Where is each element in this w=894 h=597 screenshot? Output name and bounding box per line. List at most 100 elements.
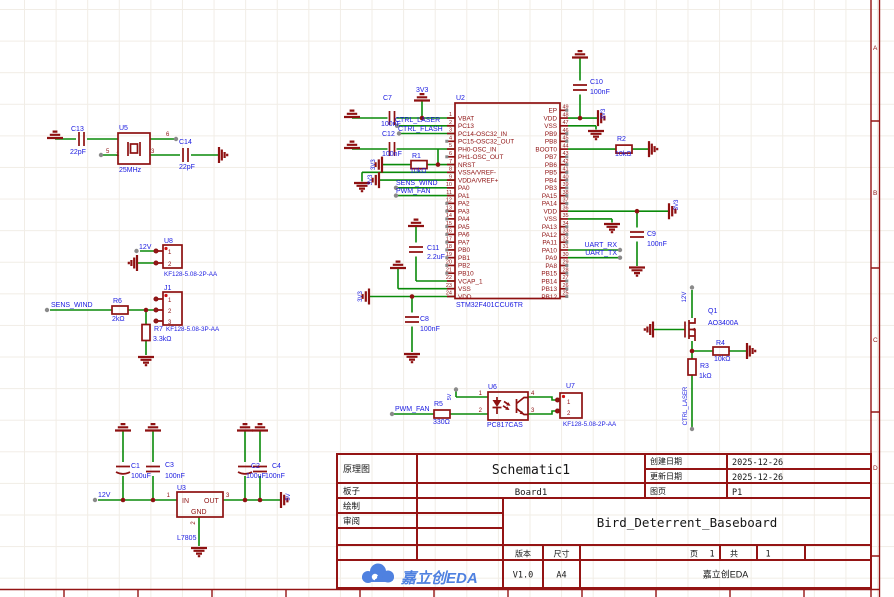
label-c14[interactable]: C14: [179, 139, 192, 146]
label-100nf[interactable]: 100nF: [381, 121, 401, 128]
size-value[interactable]: A4: [556, 571, 566, 581]
sheet-number[interactable]: P1: [732, 488, 742, 498]
mcu-pin-name[interactable]: VDD: [458, 294, 472, 301]
label-c4[interactable]: C4: [272, 463, 281, 470]
label-u7[interactable]: U7: [566, 383, 575, 390]
label-r1[interactable]: R1: [412, 153, 421, 160]
label-c13[interactable]: C13: [71, 126, 84, 133]
label-c12[interactable]: C12: [382, 131, 395, 138]
label-2[interactable]: 2: [567, 411, 571, 417]
doc-title[interactable]: Schematic1: [492, 463, 570, 478]
mcu-pin-name[interactable]: PB10: [458, 271, 474, 278]
mcu-pin-name[interactable]: PB1: [458, 255, 471, 262]
label-in[interactable]: IN: [182, 498, 189, 505]
mcu-pin-name[interactable]: PB9: [545, 131, 558, 138]
label-3-3k-[interactable]: 3.3kΩ: [153, 336, 171, 343]
mcu-pin-name[interactable]: PB12: [541, 294, 557, 301]
wires[interactable]: [50, 58, 747, 546]
label-ao3400a[interactable]: AO3400A: [708, 320, 739, 327]
mcu-pin-name[interactable]: PA13: [542, 224, 558, 231]
capacitor-c11[interactable]: [408, 246, 424, 253]
capacitor-c1[interactable]: [115, 465, 131, 475]
label-1[interactable]: 1: [479, 391, 483, 397]
label-2[interactable]: 2: [479, 408, 483, 414]
label-6[interactable]: 6: [166, 132, 170, 138]
mcu-pin-name[interactable]: PA12: [542, 232, 558, 239]
mcu-pin-name[interactable]: PA11: [542, 240, 557, 247]
mcu-pin-name[interactable]: EP: [548, 108, 557, 115]
label-1[interactable]: 1: [167, 493, 171, 499]
label-10k-[interactable]: 10kΩ: [615, 151, 632, 158]
component-u2-mcu[interactable]: [454, 102, 561, 300]
components[interactable]: [78, 84, 730, 518]
label-100nf[interactable]: 100nF: [647, 241, 667, 248]
label-r7[interactable]: R7: [154, 326, 163, 333]
label-r4[interactable]: R4: [716, 340, 725, 347]
mcu-pin-name[interactable]: VBAT: [458, 115, 474, 122]
mcu-pin-name[interactable]: VDDA/VREF+: [458, 177, 499, 184]
label-c3[interactable]: C3: [165, 462, 174, 469]
label-u6[interactable]: U6: [488, 384, 497, 391]
component-q1-mosfet[interactable]: [684, 318, 696, 341]
label-10k-[interactable]: 10kΩ: [410, 168, 427, 175]
label-4[interactable]: 4: [531, 391, 535, 397]
label-c7[interactable]: C7: [383, 95, 392, 102]
capacitor-c8[interactable]: [404, 316, 420, 323]
label-ctrl-flash[interactable]: CTRL_FLASH: [398, 126, 443, 133]
mcu-pin-name[interactable]: PC13: [458, 123, 474, 130]
capacitor-c10[interactable]: [572, 84, 588, 91]
label-3v3[interactable]: 3V3: [416, 87, 429, 94]
label-1[interactable]: 1: [168, 298, 172, 304]
resistor-r3[interactable]: [687, 358, 697, 376]
label-c1[interactable]: C1: [131, 463, 140, 470]
mcu-pin-name[interactable]: PH0-OSC_IN: [458, 146, 497, 153]
component-u3-regulator[interactable]: [176, 491, 224, 518]
label-c10[interactable]: C10: [590, 79, 603, 86]
version-value[interactable]: V1.0: [513, 571, 533, 581]
resistor-r4[interactable]: [712, 346, 730, 356]
mcu-pin-name[interactable]: VCAP_1: [458, 278, 483, 285]
capacitor-c9[interactable]: [629, 231, 645, 238]
label-sens-wind[interactable]: SENS_WIND: [396, 180, 438, 187]
label-b[interactable]: B: [873, 190, 877, 197]
mcu-pin-name[interactable]: PA8: [545, 263, 557, 270]
label-u5[interactable]: U5: [119, 125, 128, 132]
label-u8[interactable]: U8: [164, 238, 173, 245]
label-100uf[interactable]: 100uF: [246, 473, 266, 480]
label-c[interactable]: C: [873, 337, 878, 344]
capacitor-c13[interactable]: [78, 131, 85, 147]
label-uart-tx[interactable]: UART_TX: [585, 250, 617, 257]
label-out[interactable]: OUT: [204, 498, 220, 505]
label-3[interactable]: 3: [226, 493, 230, 499]
label-1[interactable]: 1: [168, 250, 172, 256]
label-100nf[interactable]: 100nF: [590, 89, 610, 96]
label-r2[interactable]: R2: [617, 136, 626, 143]
mcu-pin-name[interactable]: PB6: [545, 162, 558, 169]
mcu-pin-name[interactable]: PA1: [458, 193, 470, 200]
mcu-pin-name[interactable]: PA2: [458, 201, 470, 208]
mcu-pin-name[interactable]: PH1-OSC_OUT: [458, 154, 504, 161]
label-22pf[interactable]: 22pF: [179, 164, 195, 171]
label-25mhz[interactable]: 25MHz: [119, 167, 142, 174]
mcu-pin-name[interactable]: PB3: [545, 185, 558, 192]
mcu-pin-name[interactable]: VSS: [544, 216, 557, 223]
label-330-[interactable]: 330Ω: [433, 419, 450, 426]
label-12v[interactable]: 12V: [682, 292, 688, 303]
mcu-pin-name[interactable]: PB0: [458, 247, 471, 254]
mcu-pin-name[interactable]: PA9: [545, 255, 557, 262]
label-2[interactable]: 2: [168, 262, 172, 268]
label-3v3[interactable]: 3V3: [368, 174, 374, 185]
label-1[interactable]: 1: [116, 152, 120, 158]
component-u7-connector[interactable]: [554, 392, 583, 419]
label-kf128-5-08-2p-aa[interactable]: KF128-5.08-2P-AA: [164, 271, 218, 278]
label-5v[interactable]: 5V: [286, 493, 292, 500]
mcu-pin-name[interactable]: PA6: [458, 232, 470, 239]
label-stm32f401ccu6tr[interactable]: STM32F401CCU6TR: [456, 302, 523, 309]
label-ctrl-laser[interactable]: CTRL_LASER: [395, 117, 440, 124]
mcu-pin-name[interactable]: VDD: [544, 208, 558, 215]
label-c8[interactable]: C8: [420, 316, 429, 323]
resistor-r5[interactable]: [433, 409, 451, 419]
label-u2[interactable]: U2: [456, 95, 465, 102]
label-r6[interactable]: R6: [113, 298, 122, 305]
